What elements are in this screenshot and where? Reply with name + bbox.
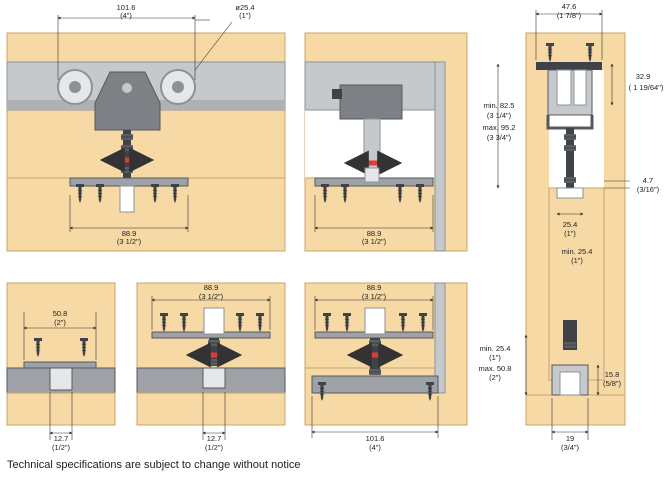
panel-floor-base: 88.9 (3 1/2") 101.6 (4") [304,282,468,452]
mount-plate [23,361,97,369]
svg-text:(4"): (4") [369,443,381,452]
svg-text:(3 1/2"): (3 1/2") [362,237,387,246]
dim-door-min: min. 25.4 [562,247,593,256]
door-panel [6,177,286,252]
svg-text:(1"): (1") [489,353,501,362]
panel-floor-guide-adjustable: 88.9 (3 1/2") 12.7 (1/2") [136,282,286,452]
svg-text:(3 1/2"): (3 1/2") [117,237,142,246]
svg-text:(1"): (1") [239,11,251,20]
floor [525,394,626,426]
base-plate [311,375,439,394]
svg-text:(5/8"): (5/8") [603,379,622,388]
svg-text:(3 3/4"): (3 3/4") [487,133,512,142]
floor [6,392,116,426]
dim-gap: 4.7 [643,176,653,185]
panel-track-end: 88.9 (3 1/2") [304,32,468,252]
svg-text:(1 7/8"): (1 7/8") [557,11,582,20]
dim-block: 25.4 [563,220,578,229]
bolt [566,128,574,188]
svg-text:(3 1/4"): (3 1/4") [487,111,512,120]
dim-base-width: 101.6 [366,434,385,443]
svg-text:(1/2"): (1/2") [52,443,71,452]
top-plate [536,62,602,70]
dim-lower-min: min. 25.4 [480,344,511,353]
panel-side-section: 47.6 (1 7/8") min. 82.5 (3 1/4") max. 95… [479,2,664,452]
hanger-bracket [94,71,161,131]
svg-text:(1/2"): (1/2") [205,443,224,452]
dim-track-width: 101.6 [117,3,136,12]
door-edge [548,187,605,381]
dim-guide-width: 19 [566,434,574,443]
svg-text:(3 1/2"): (3 1/2") [199,292,224,301]
door-panel [6,282,116,369]
svg-text:( 1 19/64"): ( 1 19/64") [629,83,664,92]
svg-text:(3/16"): (3/16") [637,185,660,194]
footer-disclaimer: Technical specifications are subject to … [7,459,301,471]
end-stop [339,84,403,120]
floor [136,392,286,426]
dim-width: 47.6 [562,2,577,11]
dim-wheel-diameter: ø25.4 [235,3,254,12]
svg-text:(1"): (1") [564,229,576,238]
panel-floor-guide-small: 50.8 (2") 12.7 (1/2") [6,282,116,452]
svg-text:(3 1/2"): (3 1/2") [362,292,387,301]
guide-block [49,367,73,391]
dim-guide-width: 12.7 [54,434,69,443]
svg-text:(2"): (2") [54,318,66,327]
dim-plate-width: 88.9 [367,283,382,292]
svg-text:(2"): (2") [489,373,501,382]
svg-text:(4"): (4") [120,11,132,20]
panel-track-wheels: 101.6 (4") ø25.4 (1") 88.9 (3 1/2") [6,3,286,252]
dim-lower-max: max. 50.8 [479,364,512,373]
svg-text:(3/4"): (3/4") [561,443,580,452]
dim-plate-width: 50.8 [53,309,68,318]
svg-text:(1"): (1") [571,256,583,265]
dim-plate-width: 88.9 [204,283,219,292]
dim-head: 32.9 [636,72,651,81]
mount-plate [69,177,189,187]
dim-min-height: min. 82.5 [484,101,515,110]
dim-plate-width: 88.9 [367,229,382,238]
dim-max-height: max. 95.2 [483,123,516,132]
dim-guide-width: 12.7 [207,434,222,443]
guide-block [202,367,226,389]
dim-plate-width: 88.9 [122,229,137,238]
dim-guide-height: 15.8 [605,370,620,379]
